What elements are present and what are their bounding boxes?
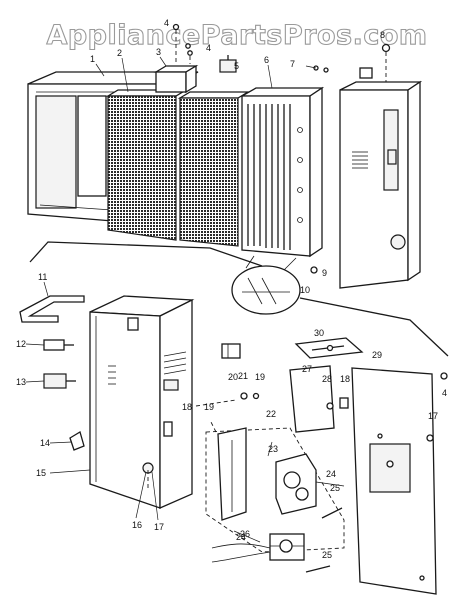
- callout-label: 17: [428, 411, 438, 421]
- callout-label: 6: [264, 55, 269, 65]
- back-panel-part: [351, 367, 448, 595]
- screws-25: [305, 507, 343, 573]
- callout-label: 30: [314, 328, 324, 338]
- mesh-panel-part: [177, 91, 251, 247]
- assembly-bracket-line: [29, 241, 263, 267]
- callout-label: 24: [236, 532, 246, 542]
- filter-mesh-part: [105, 89, 189, 241]
- transformer-upper-part: [275, 453, 317, 515]
- part7-screws: [305, 65, 329, 73]
- screw-parts: [172, 23, 193, 64]
- component-30: [294, 337, 364, 359]
- callout-label: 18: [182, 402, 192, 412]
- callout-label: 25: [330, 483, 340, 493]
- callout-label: 16: [132, 520, 142, 530]
- connector-part: [43, 373, 76, 389]
- mounting-bracket-part: [217, 427, 247, 521]
- callout-label: 10: [300, 285, 310, 295]
- callout-label: 4: [164, 18, 169, 28]
- callout-label: 11: [38, 272, 47, 282]
- callout-label: 18: [340, 374, 350, 384]
- callout-label: 3: [156, 47, 161, 57]
- callout-label: 12: [16, 339, 26, 349]
- electronic-cell-part: [239, 86, 325, 258]
- callout-label: 15: [36, 468, 46, 478]
- handle-part: [19, 295, 85, 323]
- callout-label: 9: [322, 268, 327, 278]
- callout-labels: 1 2 3 4 4 5 6 7 8 9 10 11 12 13 14 15 16…: [16, 18, 447, 560]
- transformer-group-outline: [205, 427, 345, 553]
- plug-part: [43, 339, 74, 351]
- callout-label: 20: [228, 372, 238, 382]
- callout-label: 14: [40, 438, 50, 448]
- power-box-housing-part: [89, 295, 195, 509]
- callout-label: 4: [206, 43, 211, 53]
- assembly-line: [195, 399, 237, 407]
- callout-label: 5: [234, 61, 239, 71]
- callout-label: 26: [240, 529, 250, 539]
- callout-label: 23: [268, 444, 278, 454]
- callout-label: 21: [238, 371, 248, 381]
- knob-part: [69, 431, 85, 451]
- transformer-lower-part: [269, 533, 305, 561]
- leader-lines: [25, 56, 345, 543]
- top-bracket-part: [153, 64, 199, 94]
- board-hardware-part: [326, 397, 349, 410]
- callout-label: 4: [442, 388, 447, 398]
- detail-magnifier: [231, 255, 318, 315]
- rocker-switch-part: [221, 343, 241, 359]
- circuit-board-part: [289, 365, 335, 433]
- wire-harness: [211, 543, 271, 563]
- callout-label: 24: [326, 469, 336, 479]
- callout-label: 25: [322, 550, 332, 560]
- callout-label: 7: [290, 59, 295, 69]
- callout-label: 13: [16, 377, 26, 387]
- side-panel-part: [339, 43, 423, 289]
- callout-label: 8: [380, 30, 385, 40]
- small-screws-part: [240, 392, 260, 400]
- callout-label: 27: [302, 364, 312, 374]
- callout-label: 1: [90, 54, 95, 64]
- assembly-bracket-line-right: [299, 297, 449, 357]
- assembly-line: [209, 419, 217, 433]
- callout-label: 2: [117, 48, 122, 58]
- callout-label: 17: [154, 522, 164, 532]
- callout-label: 28: [322, 374, 332, 384]
- callout-label: 19: [255, 372, 265, 382]
- watermark-text: AppliancePartsPros.com: [46, 20, 427, 51]
- callout-label: 29: [372, 350, 382, 360]
- callout-label: 19: [204, 402, 214, 412]
- callout-label: 22: [266, 409, 276, 419]
- switch-part: [219, 55, 237, 73]
